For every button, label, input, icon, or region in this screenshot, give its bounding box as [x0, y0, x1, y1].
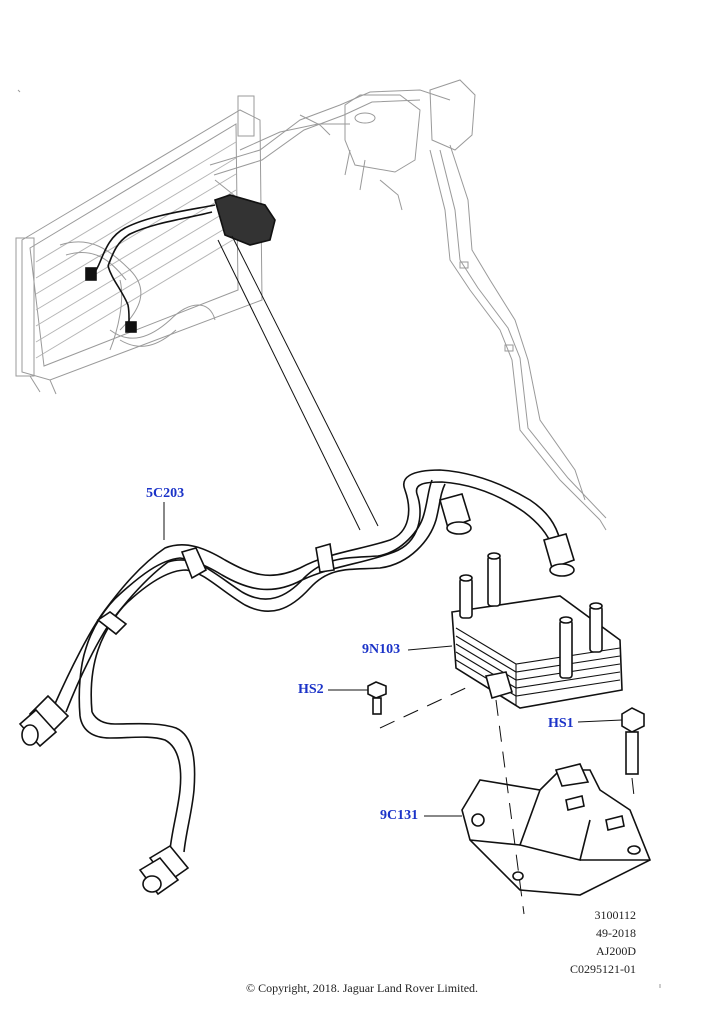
overview-cooler-highlight: [85, 194, 276, 333]
callout-5c203[interactable]: 5C203: [146, 486, 185, 501]
reference-line: 49-2018: [596, 926, 636, 940]
hose-assembly-5c203: [53, 469, 561, 853]
bolt-hs1: [621, 707, 645, 775]
hose-quick-connectors: [18, 493, 575, 896]
reference-block: 3100112 49-2018 AJ200D C0295121-01: [570, 906, 636, 978]
oil-cooler-9n103: [451, 552, 623, 709]
overview-leader-lines: [217, 235, 379, 531]
callout-leader-lines: [163, 502, 623, 817]
callout-hs2[interactable]: HS2: [298, 682, 324, 697]
assembly-dash-lines: [379, 685, 635, 915]
engine-bay-overview: [15, 79, 607, 531]
reference-line: AJ200D: [595, 944, 636, 958]
reference-line: 3100112: [594, 908, 636, 922]
callout-9n103[interactable]: 9N103: [362, 642, 401, 657]
bolt-hs2: [367, 681, 387, 715]
bracket-9c131: [461, 763, 652, 896]
callout-hs1[interactable]: HS1: [548, 716, 574, 731]
corner-marks: [17, 89, 661, 988]
copyright-notice: © Copyright, 2018. Jaguar Land Rover Lim…: [245, 981, 479, 995]
callout-9c131[interactable]: 9C131: [380, 808, 419, 823]
reference-line: C0295121-01: [570, 962, 636, 976]
